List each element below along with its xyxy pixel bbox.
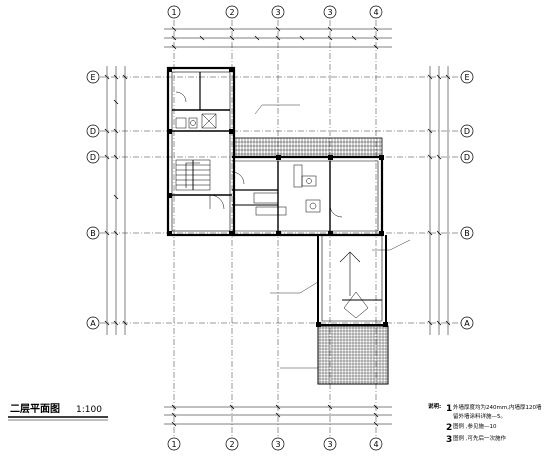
note-number: 3 (446, 435, 452, 445)
svg-text:D: D (464, 153, 470, 162)
svg-text:3: 3 (327, 8, 332, 17)
svg-text:2: 2 (229, 8, 234, 17)
svg-text:1: 1 (171, 440, 176, 449)
axis-bubble: 3 (271, 437, 285, 451)
axis-bubble: D (86, 150, 100, 164)
svg-text:4: 4 (373, 8, 378, 17)
svg-text:3: 3 (327, 440, 332, 449)
svg-text:B: B (464, 229, 470, 238)
axis-bubble: D (86, 124, 100, 138)
notes-label: 说明: (428, 402, 441, 410)
axis-grid (100, 20, 462, 438)
terrace-grid (317, 325, 389, 385)
axis-bubble: 1 (167, 437, 181, 451)
svg-text:2: 2 (229, 440, 234, 449)
axis-bubble: 2 (225, 5, 239, 19)
axis-bubble: D (460, 150, 474, 164)
fixtures (175, 91, 411, 369)
svg-text:D: D (90, 153, 96, 162)
axis-bubble: 1 (167, 5, 181, 19)
svg-text:B: B (90, 229, 96, 238)
axis-bubbles-left: E D D B A (86, 70, 100, 330)
axis-bubbles-top: 1 2 3 3 4 (167, 5, 383, 19)
svg-text:A: A (464, 319, 470, 328)
axis-bubble: E (460, 70, 474, 84)
notes-block: 说明: 1 外墙厚度均为240mm,内墙厚120墙 留外墙涂料详施—5。 2 图… (428, 402, 542, 445)
svg-text:3: 3 (275, 8, 280, 17)
axis-bubbles-bottom: 1 2 3 3 4 (167, 437, 383, 451)
svg-text:4: 4 (373, 440, 378, 449)
plan-scale: 1:100 (76, 405, 102, 415)
axis-bubble: 4 (369, 5, 383, 19)
svg-text:E: E (90, 73, 95, 82)
stair (175, 159, 211, 191)
axis-bubble: A (86, 316, 100, 330)
axis-bubble: B (86, 226, 100, 240)
axis-bubble: 3 (323, 437, 337, 451)
axis-bubble: B (460, 226, 474, 240)
svg-text:A: A (90, 319, 96, 328)
svg-text:E: E (464, 73, 469, 82)
note-text: 图例 ,参见施—10 (453, 422, 497, 430)
walls (166, 66, 387, 326)
plan-title-block: 二层平面图 1:100 (8, 403, 108, 421)
axis-bubble: E (86, 70, 100, 84)
svg-text:1: 1 (171, 8, 176, 17)
svg-text:D: D (90, 127, 96, 136)
note-number: 1 (446, 404, 452, 414)
axis-bubble: 3 (271, 5, 285, 19)
dimension-ticks (104, 26, 451, 427)
note-text: 外墙厚度均为240mm,内墙厚120墙 (453, 403, 542, 411)
axis-bubble: 2 (225, 437, 239, 451)
note-number: 2 (446, 423, 452, 433)
axis-bubble: 4 (369, 437, 383, 451)
axis-bubble: D (460, 124, 474, 138)
terrace-hatch-strip (233, 137, 383, 158)
plan-title: 二层平面图 (10, 403, 60, 415)
note-text: 留外墙涂料详施—5。 (453, 412, 506, 420)
axis-bubble: 3 (323, 5, 337, 19)
axis-bubble: A (460, 316, 474, 330)
columns (167, 67, 388, 327)
svg-text:D: D (464, 127, 470, 136)
note-text: 图例 ,可先后一次施作 (453, 434, 506, 442)
axis-bubbles-right: E D D B A (460, 70, 474, 330)
svg-text:3: 3 (275, 440, 280, 449)
